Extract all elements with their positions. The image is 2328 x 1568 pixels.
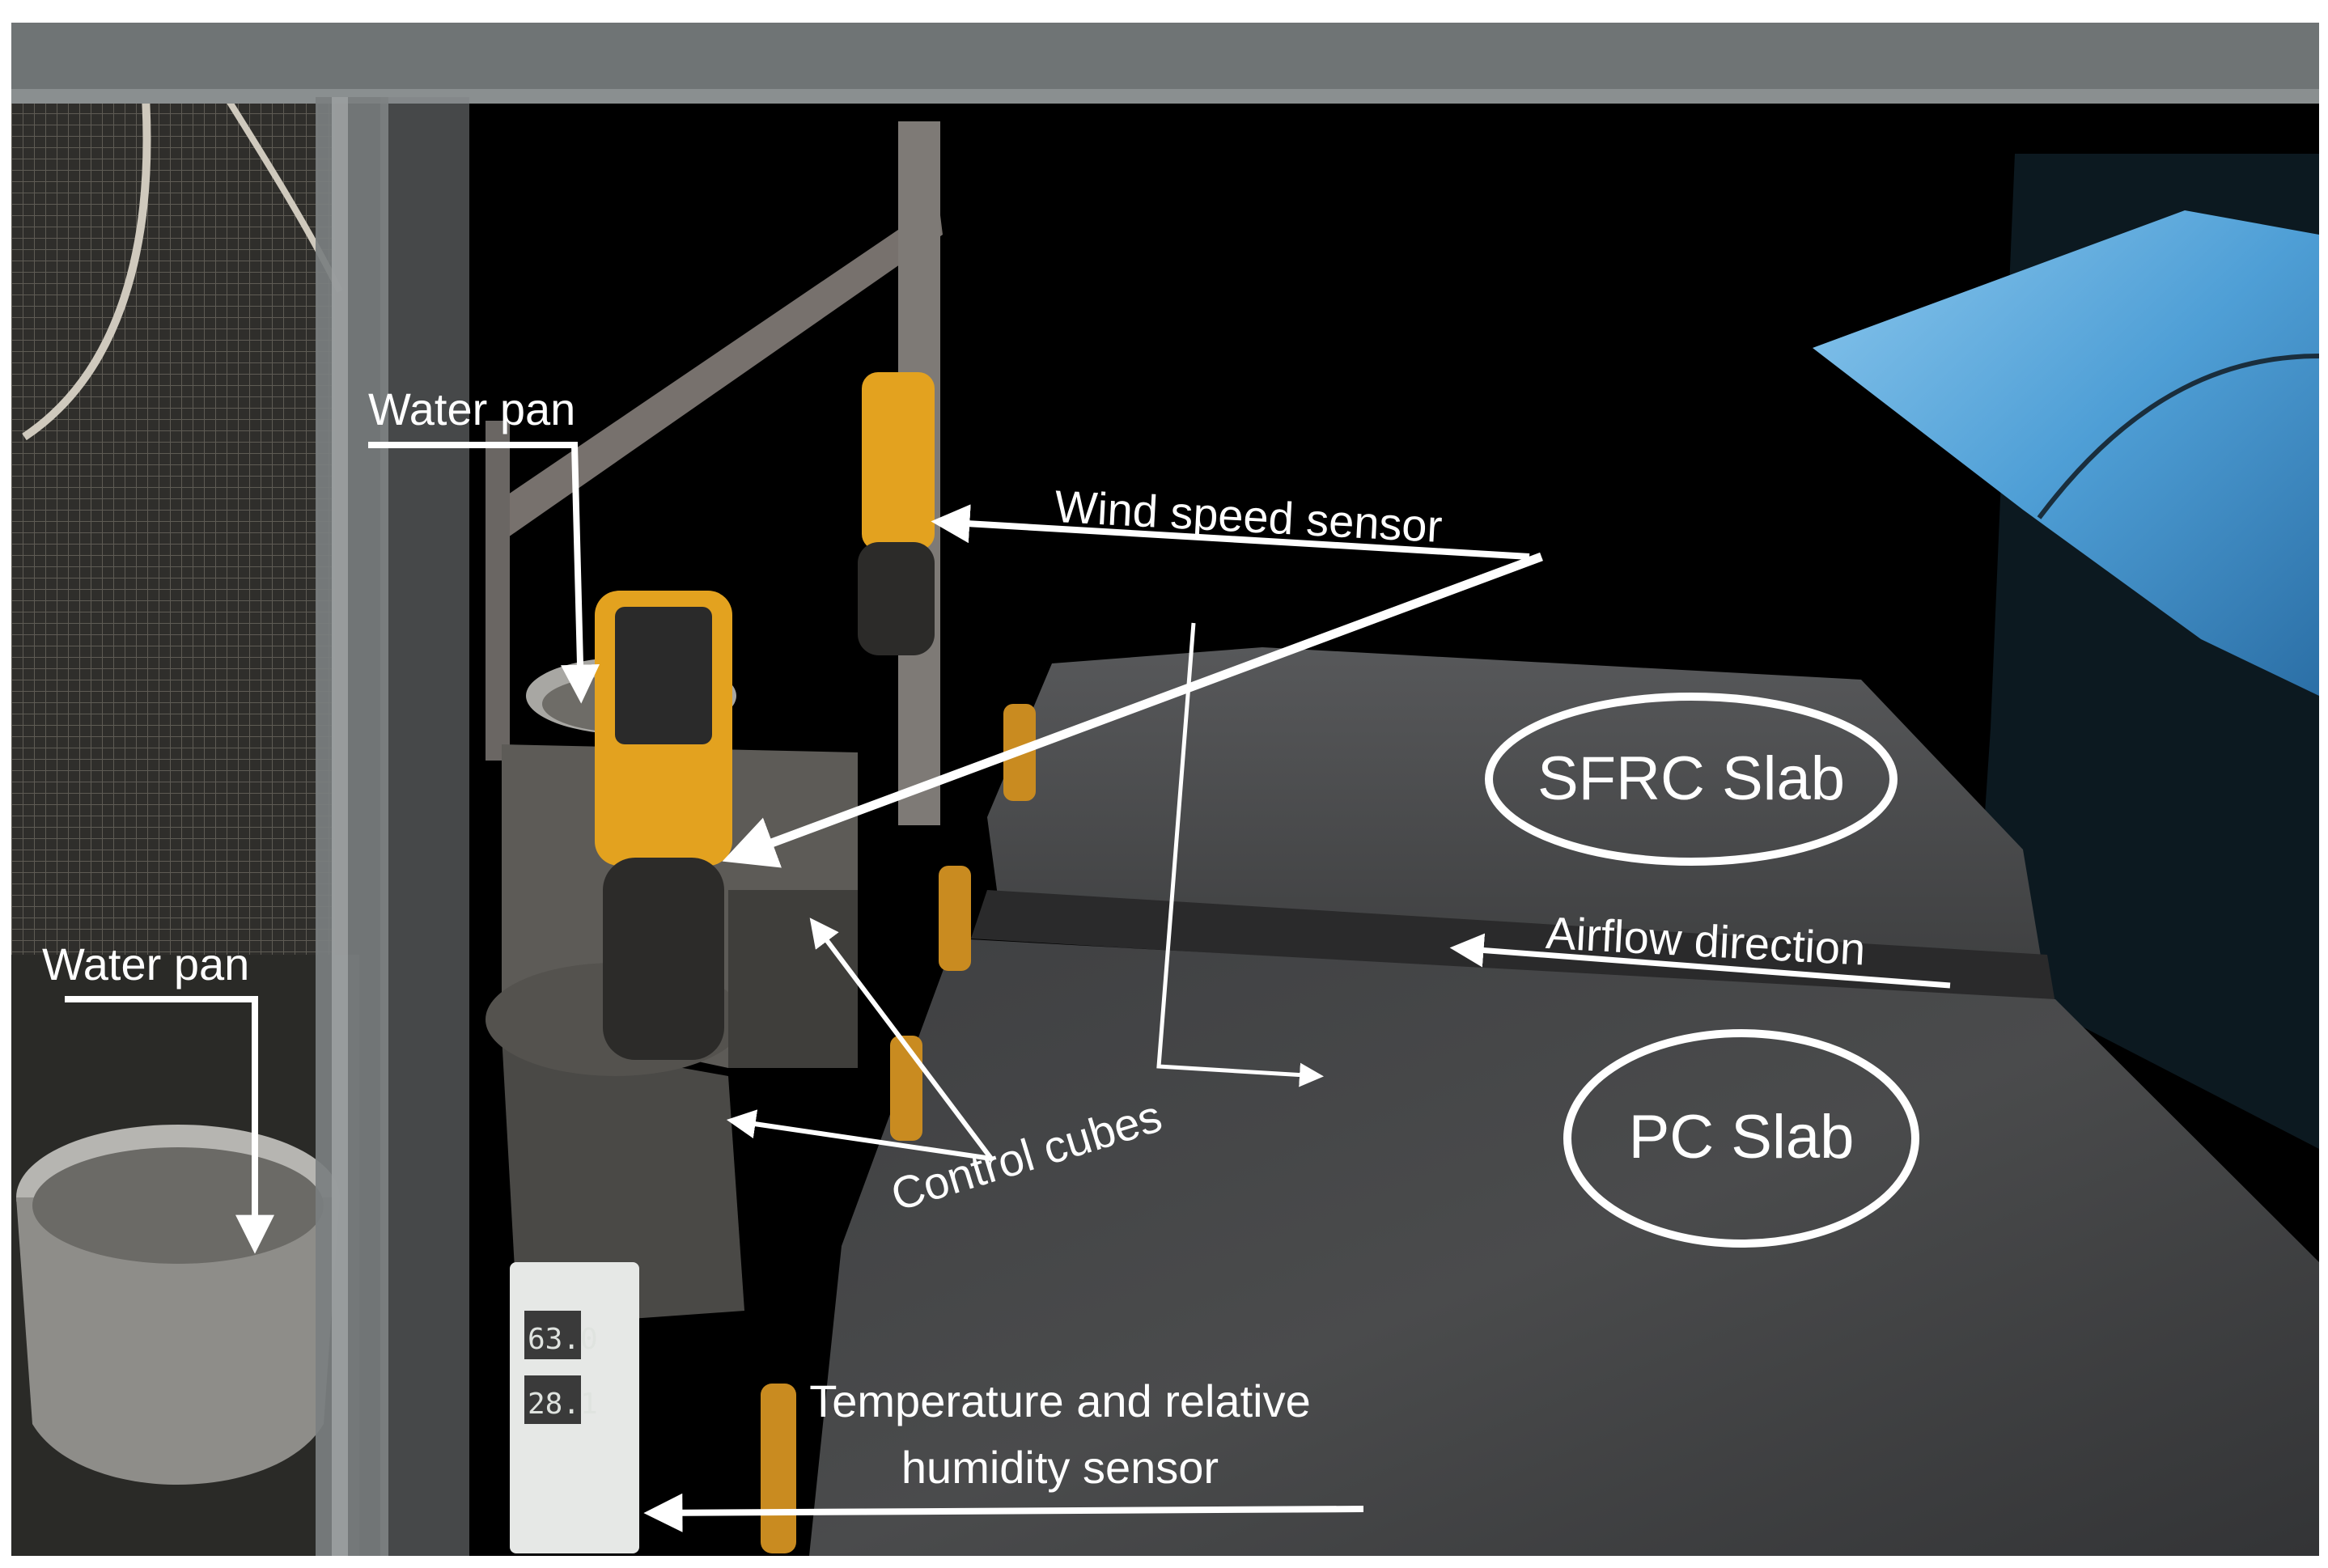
arrow-water-pan-top <box>368 442 600 704</box>
label-temp-rh-sensor-line1: Temperature and relative <box>809 1375 1311 1426</box>
label-water-pan-top: Water pan <box>368 384 576 434</box>
display-reading-1: 63.0 <box>528 1323 598 1356</box>
label-water-pan-left: Water pan <box>42 939 250 990</box>
label-temp-rh-sensor-line2: humidity sensor <box>901 1442 1219 1493</box>
arrow-airflow-direction <box>1449 933 1951 989</box>
blue-wind-shield <box>1813 210 2319 696</box>
left-wall-mesh <box>11 89 335 1019</box>
pc-slab <box>809 939 2319 1556</box>
back-frame-rail <box>486 202 943 550</box>
arrow-control-cubes-2 <box>726 1109 992 1161</box>
display-reading-2: 28.1 <box>528 1388 598 1421</box>
arrow-wind-sensor-1 <box>931 504 1530 560</box>
arrow-slab-direction <box>1156 622 1324 1087</box>
label-pc-slab: PC Slab <box>1628 1103 1855 1172</box>
temperature-humidity-display: 63.0 28.1 <box>510 1262 639 1553</box>
sfrc-slab-ellipse <box>1485 693 1898 866</box>
label-sfrc-slab: SFRC Slab <box>1537 744 1846 813</box>
front-post-left <box>316 97 388 1556</box>
arrow-water-pan-left <box>65 996 274 1254</box>
arrow-wind-sensor-2 <box>722 552 1543 868</box>
annotation-lines <box>65 442 1951 1532</box>
arrow-temp-sensor <box>643 1493 1364 1532</box>
arrow-control-cubes-1 <box>809 917 994 1160</box>
power-cable <box>22 96 151 441</box>
pc-slab-ellipse <box>1563 1029 1919 1248</box>
wind-speed-meter <box>595 372 935 1060</box>
